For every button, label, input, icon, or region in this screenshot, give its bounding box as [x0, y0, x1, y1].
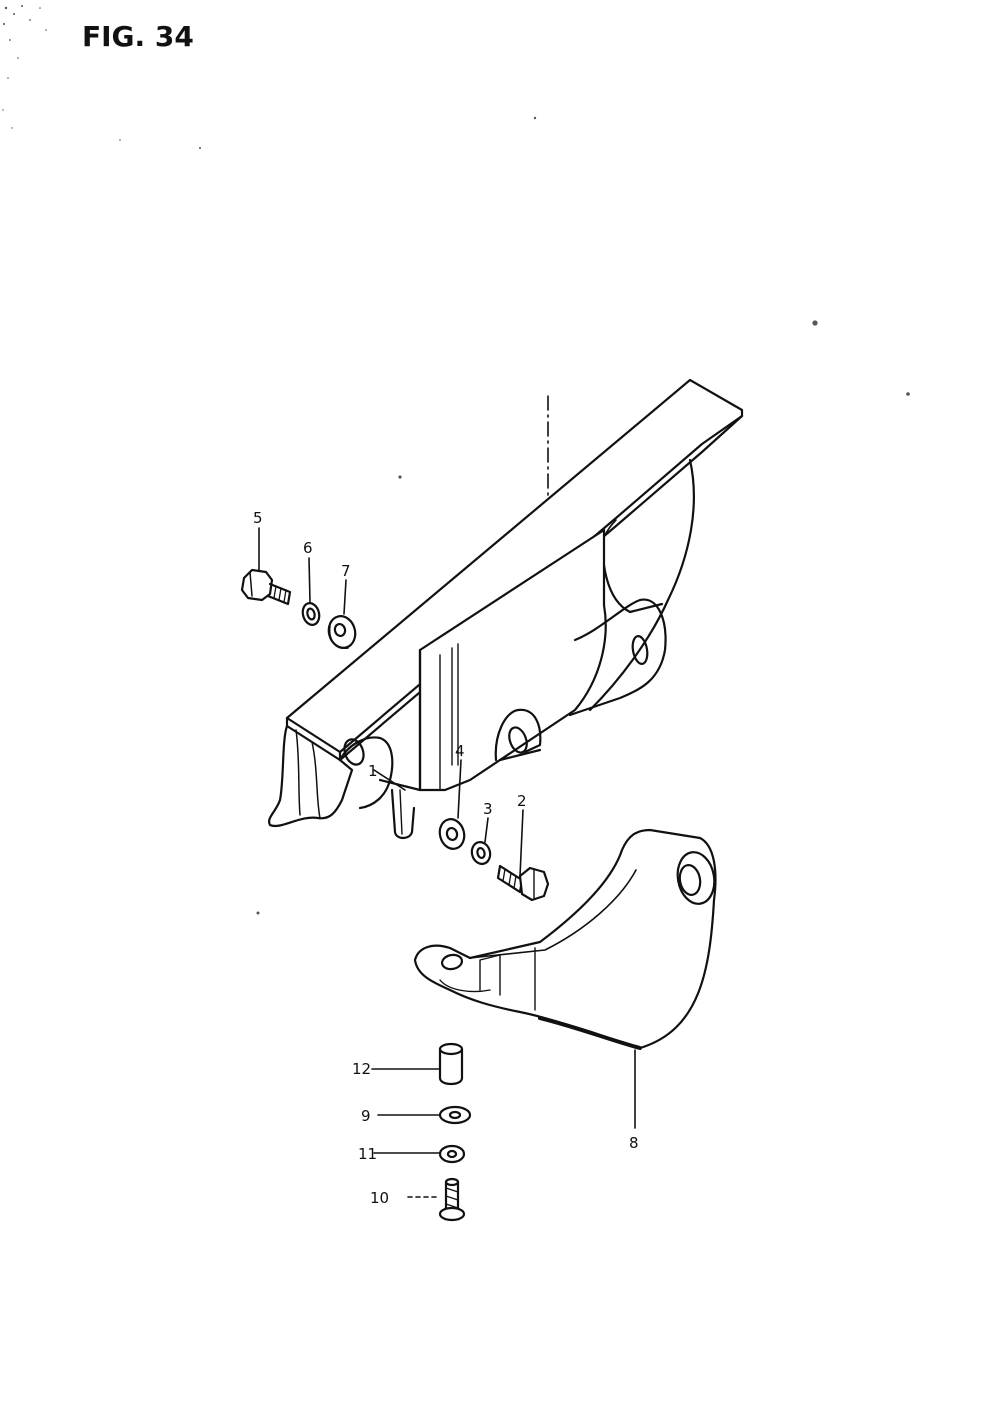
- spacer-12: [438, 1042, 464, 1086]
- callout-3: 3: [483, 800, 493, 818]
- washer-9: [438, 1105, 472, 1125]
- callout-5: 5: [253, 509, 263, 527]
- callout-labels: 1 2 3 4 5 6 7 8 9 10 11 12: [253, 509, 639, 1207]
- bolt-5: [240, 568, 292, 606]
- callout-6: 6: [303, 539, 313, 557]
- lower-chain-guard: [413, 828, 717, 1050]
- leader-lines: [258, 527, 636, 1198]
- callout-12: 12: [352, 1060, 371, 1078]
- chain-case-cover: [268, 378, 744, 840]
- callout-2: 2: [517, 792, 527, 810]
- washer-4: [438, 818, 466, 850]
- lock-washer-3: [470, 841, 492, 865]
- callout-8: 8: [629, 1134, 639, 1152]
- callout-11: 11: [358, 1145, 377, 1163]
- lock-washer-11: [438, 1144, 466, 1164]
- scan-noise: [2, 5, 910, 915]
- screw-10: [438, 1177, 466, 1222]
- callout-7: 7: [341, 562, 351, 580]
- callout-4: 4: [455, 742, 465, 760]
- callout-9: 9: [361, 1107, 371, 1125]
- bolt-2: [496, 864, 550, 902]
- figure-title: FIG. 34: [82, 20, 194, 53]
- lock-washer-6: [301, 602, 321, 626]
- callout-10: 10: [370, 1189, 389, 1207]
- callout-1: 1: [368, 762, 378, 780]
- collar-7: [327, 615, 357, 649]
